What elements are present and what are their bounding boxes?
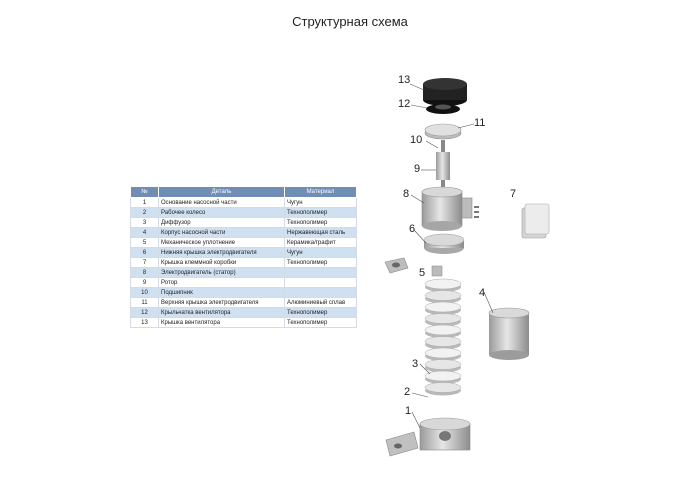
impeller-disc <box>424 301 462 315</box>
callout-11: 11 <box>474 117 485 129</box>
mechanical-seal <box>431 265 443 277</box>
row-num: 8 <box>130 267 159 278</box>
impeller-disc <box>424 347 462 361</box>
row-material: Технополимер <box>284 217 357 228</box>
row-material: Чугун <box>284 247 357 258</box>
callout-lines <box>409 83 494 429</box>
motor-stator <box>421 186 473 231</box>
row-material <box>284 267 357 278</box>
row-num: 5 <box>130 237 159 248</box>
row-part: Крыльчатка вентилятора <box>158 307 285 318</box>
callout-5: 5 <box>419 267 425 279</box>
callout-6: 6 <box>409 223 415 235</box>
row-part: Основание насосной части <box>158 197 285 208</box>
callout-2: 2 <box>404 386 410 398</box>
row-num: 13 <box>130 317 159 328</box>
row-num: 4 <box>130 227 159 238</box>
page-title: Структурная схема <box>292 14 408 29</box>
row-num: 9 <box>130 277 159 288</box>
diffuser-disc <box>424 336 462 350</box>
impeller-disc <box>424 278 462 292</box>
header-num: № <box>130 186 159 198</box>
terminal-box-cover <box>521 203 550 239</box>
row-material: Алюминиевый сплав <box>284 297 357 308</box>
row-material: Технополимер <box>284 257 357 268</box>
row-part: Корпус насосной части <box>158 227 285 238</box>
row-material: Нержавеющая сталь <box>284 227 357 238</box>
header-part: Деталь <box>158 186 285 198</box>
terminal-screws <box>474 206 479 218</box>
row-material: Чугун <box>284 197 357 208</box>
row-material <box>284 287 357 298</box>
row-num: 6 <box>130 247 159 258</box>
fan-impeller <box>426 104 460 114</box>
callout-13: 13 <box>398 74 410 86</box>
fan-cover <box>423 78 467 106</box>
row-part: Крышка клеммной коробки <box>158 257 285 268</box>
row-num: 11 <box>130 297 159 308</box>
row-material: Керамика/графит <box>284 237 357 248</box>
row-num: 10 <box>130 287 159 298</box>
exploded-pump-diagram: 13 12 10 11 9 8 7 6 5 4 3 2 1 <box>384 74 550 457</box>
row-num: 2 <box>130 207 159 218</box>
row-material: Технополимер <box>284 317 357 328</box>
callout-8: 8 <box>403 188 409 200</box>
callout-10: 10 <box>410 134 422 146</box>
callout-3: 3 <box>412 358 418 370</box>
header-material: Материал <box>284 186 357 198</box>
pump-housing <box>488 307 530 360</box>
diffuser-disc <box>424 359 462 373</box>
row-part: Ротор <box>158 277 285 288</box>
callout-9: 9 <box>414 163 420 175</box>
row-num: 1 <box>130 197 159 208</box>
callout-12: 12 <box>398 98 410 110</box>
callout-7: 7 <box>510 188 516 200</box>
row-part: Электродвигатель (статор) <box>158 267 285 278</box>
row-part: Диффузор <box>158 217 285 228</box>
row-part: Крышка вентилятора <box>158 317 285 328</box>
row-material: Технополимер <box>284 307 357 318</box>
diffuser-disc <box>424 290 462 304</box>
lower-motor-cover <box>423 233 465 254</box>
top-motor-cover <box>424 123 462 140</box>
row-part: Верхняя крышка электродвигателя <box>158 297 285 308</box>
row-material: Технополимер <box>284 207 357 218</box>
row-part: Подшипник <box>158 287 285 298</box>
row-num: 7 <box>130 257 159 268</box>
row-part: Рабочее колесо <box>158 207 285 218</box>
table-header-row: № Деталь Материал <box>130 186 357 198</box>
row-part: Нижняя крышка электродвигателя <box>158 247 285 258</box>
row-material <box>284 277 357 288</box>
rotor-shaft <box>436 140 450 190</box>
pump-base <box>385 417 471 457</box>
impeller-disc <box>424 324 462 338</box>
row-part: Механическое уплотнение <box>158 237 285 248</box>
callout-4: 4 <box>479 287 485 299</box>
side-flange <box>384 257 409 274</box>
diffuser-disc <box>424 382 462 396</box>
impeller-diffuser-stack <box>424 278 462 396</box>
row-num: 12 <box>130 307 159 318</box>
diffuser-disc <box>424 313 462 327</box>
callout-1: 1 <box>405 405 411 417</box>
impeller-disc <box>424 370 462 384</box>
row-num: 3 <box>130 217 159 228</box>
